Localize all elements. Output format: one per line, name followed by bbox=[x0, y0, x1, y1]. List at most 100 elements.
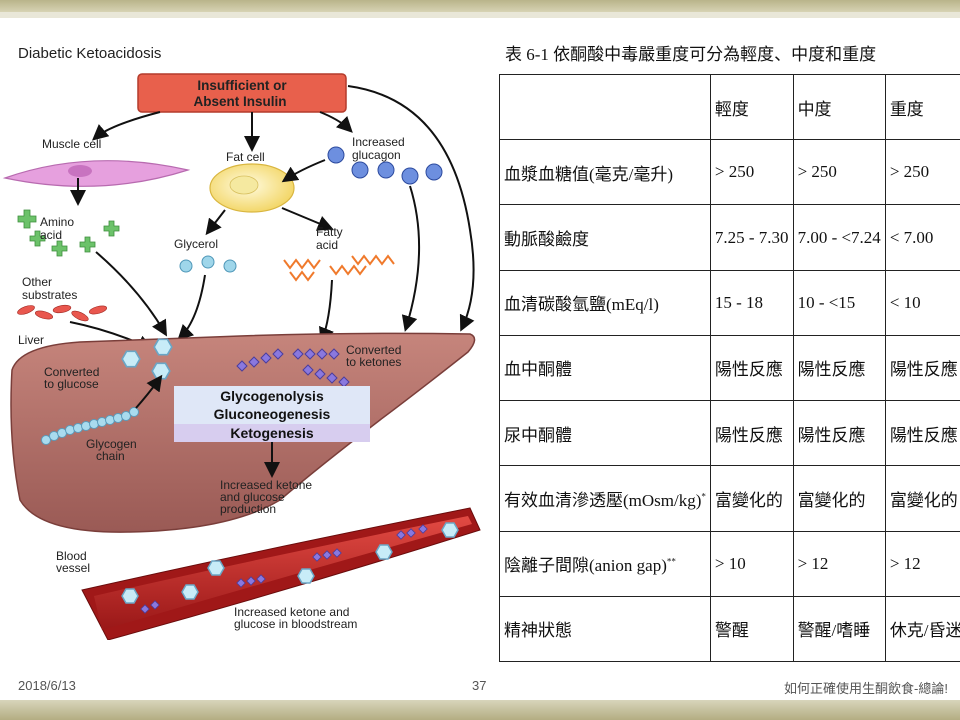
cell-moderate: 7.00 - <7.24 bbox=[792, 204, 886, 271]
row-label: 陰離子間隙(anion gap)** bbox=[499, 530, 711, 597]
row-label: 動脈酸鹼度 bbox=[499, 204, 711, 271]
dka-severity-table: 輕度 中度 重度 血漿血糖值(毫克/毫升) > 250 > 250 > 250 … bbox=[499, 73, 960, 663]
header-cell-mild: 輕度 bbox=[709, 73, 794, 141]
cell-mild: 警醒 bbox=[709, 595, 794, 663]
production-label-line2: and glucose bbox=[220, 490, 285, 504]
cell-mild: 富變化的 bbox=[709, 465, 794, 532]
gluconeogenesis-label: Gluconeogenesis bbox=[214, 406, 331, 422]
insulin-box bbox=[137, 73, 347, 113]
table-row: 精神狀態 警醒 警醒/嗜睡 休克/昏迷 bbox=[499, 595, 960, 663]
cell-mild: > 250 bbox=[709, 139, 794, 206]
header-cell-severe: 重度 bbox=[884, 73, 960, 141]
converted-glucose-line1: Converted bbox=[44, 365, 99, 379]
table-title: 表 6-1 依酮酸中毒嚴重度可分為輕度、中度和重度 bbox=[505, 45, 877, 64]
ketogenesis-box bbox=[174, 424, 370, 442]
row-label: 尿中酮體 bbox=[499, 400, 711, 467]
arrow-glycogen-to-glucose bbox=[135, 374, 163, 409]
converted-ketones-line1: Converted bbox=[346, 343, 401, 357]
arrow-fat-to-glycerol bbox=[205, 209, 226, 236]
arrow-to-liver-right bbox=[347, 85, 475, 332]
insulin-label-line1: Insufficient or bbox=[197, 78, 287, 93]
slide-date: 2018/6/13 bbox=[18, 678, 76, 693]
arrow-fatty-to-liver bbox=[319, 279, 334, 344]
arrow-to-glucagon bbox=[319, 111, 353, 133]
converted-ketones-line2: to ketones bbox=[346, 355, 401, 369]
other-substrate-shapes bbox=[17, 304, 108, 322]
cell-moderate: 警醒/嗜睡 bbox=[792, 595, 886, 663]
table-header-row: 輕度 中度 重度 bbox=[499, 73, 960, 141]
diagram-title: Diabetic Ketoacidosis bbox=[18, 45, 161, 62]
blood-vessel-label-line1: Blood bbox=[56, 549, 87, 563]
muscle-cell-label: Muscle cell bbox=[42, 137, 101, 151]
cell-moderate: 10 - <15 bbox=[792, 269, 886, 336]
glucagon-label-line2: glucagon bbox=[352, 148, 401, 162]
table-row: 有效血清滲透壓(mOsm/kg)* 富變化的 富變化的 富變化的 bbox=[499, 465, 960, 532]
top-decor-band bbox=[0, 0, 960, 12]
top-decor-band-light bbox=[0, 12, 960, 18]
bottom-decor-band bbox=[0, 700, 960, 720]
fatty-acid-label-line2: acid bbox=[316, 238, 338, 252]
table-row: 血漿血糖值(毫克/毫升) > 250 > 250 > 250 bbox=[499, 139, 960, 206]
cell-severe: 陽性反應 bbox=[884, 400, 960, 467]
row-label: 血漿血糖值(毫克/毫升) bbox=[499, 139, 711, 206]
blood-vessel-label-line2: vessel bbox=[56, 561, 90, 575]
cell-severe: 休克/昏迷 bbox=[884, 595, 960, 663]
cell-severe: < 10 bbox=[884, 269, 960, 336]
cell-moderate: > 250 bbox=[792, 139, 886, 206]
row-label: 血清碳酸氫鹽(mEq/l) bbox=[499, 269, 711, 336]
muscle-cell bbox=[2, 160, 191, 187]
muscle-nucleus bbox=[68, 165, 92, 177]
arrow-to-muscle bbox=[91, 111, 161, 141]
cell-mild: 陽性反應 bbox=[709, 334, 794, 402]
glycogenolysis-box bbox=[174, 386, 370, 406]
cell-moderate: > 12 bbox=[792, 530, 886, 597]
insulin-label-line2: Absent Insulin bbox=[193, 94, 286, 109]
arrow-glycerol-to-liver bbox=[177, 274, 206, 341]
arrow-amino-to-liver bbox=[95, 251, 168, 337]
table-row: 尿中酮體 陽性反應 陽性反應 陽性反應 bbox=[499, 400, 960, 467]
row-label: 精神狀態 bbox=[499, 595, 711, 663]
production-label-line3: production bbox=[220, 502, 276, 516]
glycerol-label: Glycerol bbox=[174, 237, 218, 251]
header-cell-moderate: 中度 bbox=[792, 73, 886, 141]
arrow-fat-to-fatty-acid bbox=[281, 207, 334, 231]
production-label-line1: Increased ketone bbox=[220, 478, 312, 492]
glucagon-label-line1: Increased bbox=[352, 135, 405, 149]
glycerol-molecules bbox=[179, 255, 237, 273]
cell-moderate: 富變化的 bbox=[792, 465, 886, 532]
cell-severe: > 12 bbox=[884, 530, 960, 597]
bloodstream-label-line1: Increased ketone and bbox=[234, 605, 349, 619]
amino-label-line2: acid bbox=[40, 228, 62, 242]
other-substrates-line2: substrates bbox=[22, 288, 77, 302]
fat-cell-nucleus bbox=[229, 175, 259, 195]
fatty-acid-label-line1: Fatty bbox=[316, 225, 343, 239]
cell-severe: 富變化的 bbox=[884, 465, 960, 532]
glucagon-molecules bbox=[327, 146, 443, 185]
dka-diagram: Diabetic Ketoacidosis Insufficient or Ab… bbox=[2, 45, 481, 640]
row-label: 有效血清滲透壓(mOsm/kg)* bbox=[499, 465, 711, 532]
cell-mild: > 10 bbox=[709, 530, 794, 597]
amino-acid-shapes bbox=[17, 209, 120, 257]
cell-severe: < 7.00 bbox=[884, 204, 960, 271]
glycogen-label-line2: chain bbox=[96, 449, 125, 463]
table-row: 血中酮體 陽性反應 陽性反應 陽性反應 bbox=[499, 334, 960, 402]
cell-mild: 7.25 - 7.30 bbox=[709, 204, 794, 271]
glycogen-label-line1: Glycogen bbox=[86, 437, 137, 451]
row-label: 血中酮體 bbox=[499, 334, 711, 402]
cell-mild: 15 - 18 bbox=[709, 269, 794, 336]
cell-moderate: 陽性反應 bbox=[792, 400, 886, 467]
other-substrates-line1: Other bbox=[22, 275, 52, 289]
slide-footer-title: 如何正確使用生酮飲食-總論! bbox=[784, 681, 948, 696]
table-row: 動脈酸鹼度 7.25 - 7.30 7.00 - <7.24 < 7.00 bbox=[499, 204, 960, 271]
blood-vessel-lumen bbox=[94, 516, 472, 630]
cell-moderate: 陽性反應 bbox=[792, 334, 886, 402]
liver-label: Liver bbox=[18, 333, 44, 347]
ketogenesis-label: Ketogenesis bbox=[230, 425, 313, 441]
bloodstream-label-line2: glucose in bloodstream bbox=[234, 617, 357, 631]
arrow-glucagon-to-liver bbox=[401, 185, 421, 332]
cell-mild: 陽性反應 bbox=[709, 400, 794, 467]
glycogen-chain-beads bbox=[41, 407, 139, 445]
arrow-glucagon-to-fat bbox=[281, 159, 326, 183]
table-row: 陰離子間隙(anion gap)** > 10 > 12 > 12 bbox=[499, 530, 960, 597]
amino-label-line1: Amino bbox=[40, 215, 74, 229]
